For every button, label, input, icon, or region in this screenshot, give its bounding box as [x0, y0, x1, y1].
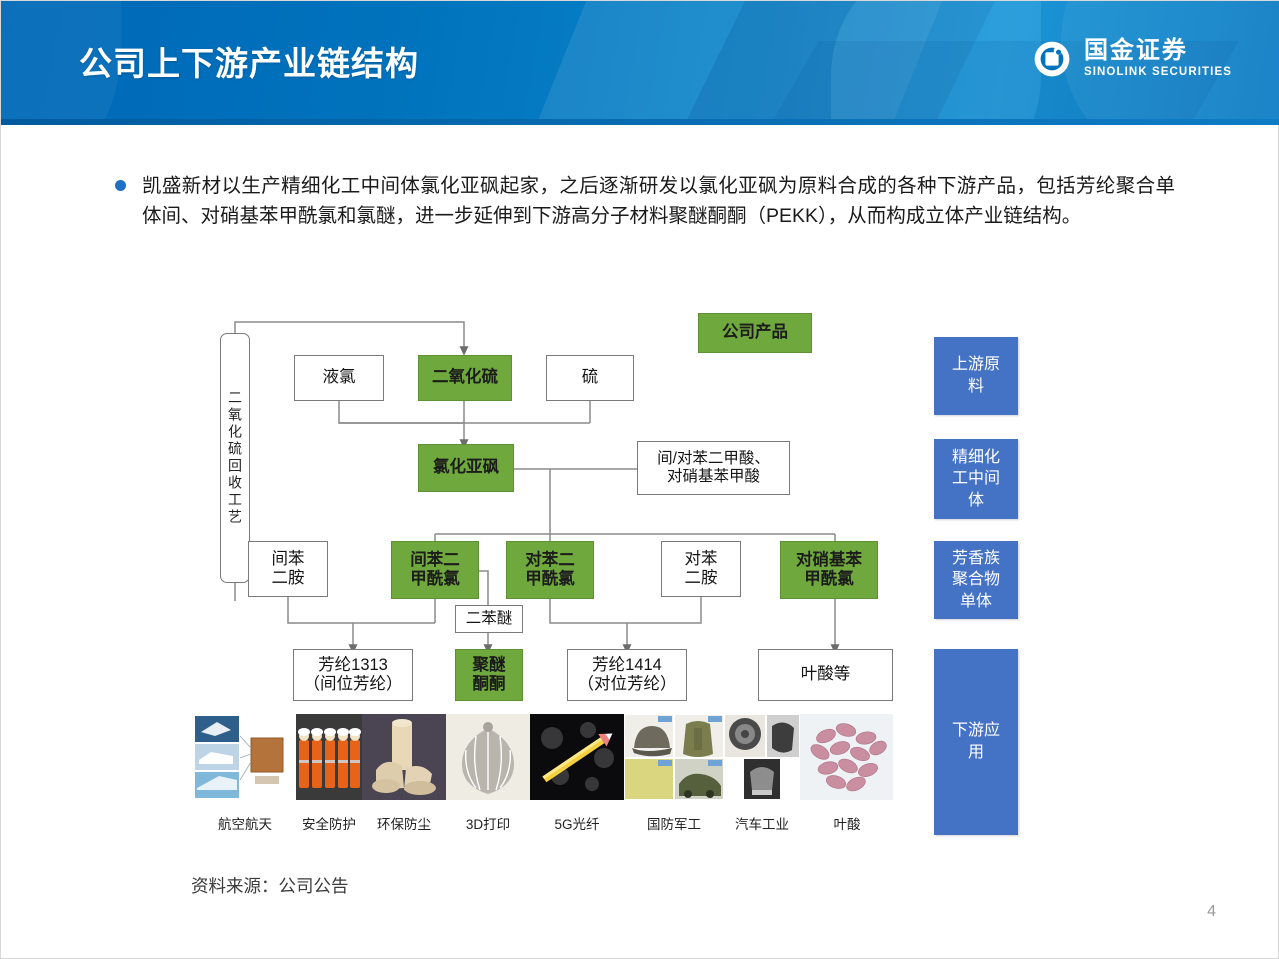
app-image-aerospace	[193, 714, 296, 800]
app-label-dust: 环保防尘	[377, 817, 431, 832]
header-decoration-shape-3	[831, 1, 1041, 125]
node-liquid-chlorine-label: 液氯	[322, 368, 356, 387]
node-diphenyl-ether-label: 二苯醚	[465, 610, 513, 628]
stage-downstream-label: 下游应 用	[951, 722, 1000, 761]
brand-name-cn: 国金证券	[1083, 37, 1188, 64]
app-image-automotive	[724, 714, 800, 800]
app-label-5gfiber: 5G光纤	[554, 817, 600, 832]
node-folic-acid-label: 叶酸等	[800, 665, 851, 684]
node-aramid-1313-label: 芳纶1313 （间位芳纶）	[303, 655, 403, 693]
app-image-5g-fiber	[530, 714, 624, 800]
node-aramid-1414-label: 芳纶1414 （对位芳纶）	[577, 655, 677, 693]
node-isophthaloyl-chloride: 间苯二 甲酰氯	[391, 541, 479, 599]
node-terephthaloyl-chloride: 对苯二 甲酰氯	[506, 541, 594, 599]
node-p-phenylenediamine: 对苯 二胺	[661, 541, 741, 597]
node-m-phenylenediamine-label: 间苯 二胺	[271, 549, 305, 587]
header-underline	[1, 119, 1279, 125]
brand-logo: 国金证券 SINOLINK SECURITIES	[1033, 39, 1232, 79]
app-label-folic: 叶酸	[833, 817, 861, 832]
bullet-paragraph: 凯盛新材以生产精细化工中间体氯化亚砜起家，之后逐渐研发以氯化亚砜为原料合成的各种…	[115, 171, 1175, 232]
bullet-text: 凯盛新材以生产精细化工中间体氯化亚砜起家，之后逐渐研发以氯化亚砜为原料合成的各种…	[142, 175, 1175, 228]
node-pekk-label: 聚醚 酮酮	[472, 655, 506, 693]
node-m-phenylenediamine: 间苯 二胺	[248, 541, 328, 597]
node-sulfur-dioxide-label: 二氧化硫	[432, 368, 498, 387]
sinolink-logo-icon	[1033, 40, 1071, 78]
node-p-nitrobenzoyl-chloride: 对硝基苯 甲酰氯	[780, 541, 878, 599]
so2-recovery-process-text: 二氧化硫回收工艺	[227, 390, 243, 526]
application-labels: 航空航天 安全防护 环保防尘 3D打印 5G光纤 国防军工 汽车工业 叶酸	[193, 813, 893, 835]
node-sulfur-label: 硫	[581, 368, 599, 387]
application-image-strip	[193, 714, 893, 800]
app-label-aerospace: 航空航天	[218, 817, 272, 832]
brand-name-en: SINOLINK SECURITIES	[1083, 66, 1232, 78]
app-label-defense: 国防军工	[647, 817, 701, 832]
node-p-phenylenediamine-label: 对苯 二胺	[684, 549, 718, 587]
stage-downstream-application: 下游应 用	[934, 649, 1018, 835]
brand-text: 国金证券 SINOLINK SECURITIES	[1084, 39, 1232, 79]
app-image-3d-printing	[446, 714, 530, 800]
node-diphenyl-ether: 二苯醚	[455, 605, 523, 633]
node-p-nitrobenzoyl-chloride-label: 对硝基苯 甲酰氯	[796, 550, 862, 588]
node-thionyl-chloride-label: 氯化亚砜	[433, 458, 499, 477]
node-liquid-chlorine: 液氯	[294, 355, 384, 401]
node-pekk: 聚醚 酮酮	[455, 649, 523, 701]
page-number: 4	[1207, 903, 1216, 920]
node-sulfur-dioxide: 二氧化硫	[418, 355, 512, 401]
stage-intermediate-label: 精细化 工中间 体	[951, 448, 1000, 509]
slide-header: 公司上下游产业链结构 国金证券 SINOLINK SECURITIES	[1, 1, 1279, 125]
page-title: 公司上下游产业链结构	[79, 45, 419, 82]
node-phthalic-acids: 间/对苯二甲酸、 对硝基苯甲酸	[637, 441, 790, 495]
app-label-auto: 汽车工业	[735, 817, 789, 832]
node-folic-acid: 叶酸等	[758, 649, 893, 701]
stage-aromatic-polymer-monomer: 芳香族 聚合物 单体	[934, 541, 1018, 619]
app-image-dust-filtration	[362, 714, 446, 800]
source-note: 资料来源：公司公告	[191, 876, 349, 896]
stage-upstream-material: 上游原 料	[934, 337, 1018, 415]
node-sulfur: 硫	[546, 355, 634, 401]
node-thionyl-chloride: 氯化亚砜	[418, 444, 514, 492]
app-label-3dprint: 3D打印	[465, 817, 511, 832]
node-phthalic-acids-label: 间/对苯二甲酸、 对硝基苯甲酸	[657, 450, 770, 485]
node-terephthaloyl-chloride-label: 对苯二 甲酰氯	[525, 550, 575, 588]
app-image-folic-acid	[800, 714, 893, 800]
bullet-dot-icon	[115, 180, 126, 191]
app-image-safety	[296, 714, 362, 800]
legend-company-product-label: 公司产品	[722, 323, 788, 342]
header-decoration-shape-1	[531, 1, 961, 125]
so2-recovery-process-label: 二氧化硫回收工艺	[220, 333, 250, 583]
stage-fine-chemical-intermediate: 精细化 工中间 体	[934, 439, 1018, 519]
legend-company-product: 公司产品	[698, 313, 812, 353]
app-label-safety: 安全防护	[302, 817, 356, 832]
node-isophthaloyl-chloride-label: 间苯二 甲酰氯	[410, 550, 460, 588]
stage-upstream-label: 上游原 料	[951, 356, 1000, 395]
node-aramid-1313: 芳纶1313 （间位芳纶）	[293, 649, 413, 701]
node-aramid-1414: 芳纶1414 （对位芳纶）	[567, 649, 687, 701]
header-decoration-shape-2	[627, 1, 1025, 125]
stage-monomer-label: 芳香族 聚合物 单体	[951, 549, 1000, 610]
app-image-defense	[624, 714, 724, 800]
